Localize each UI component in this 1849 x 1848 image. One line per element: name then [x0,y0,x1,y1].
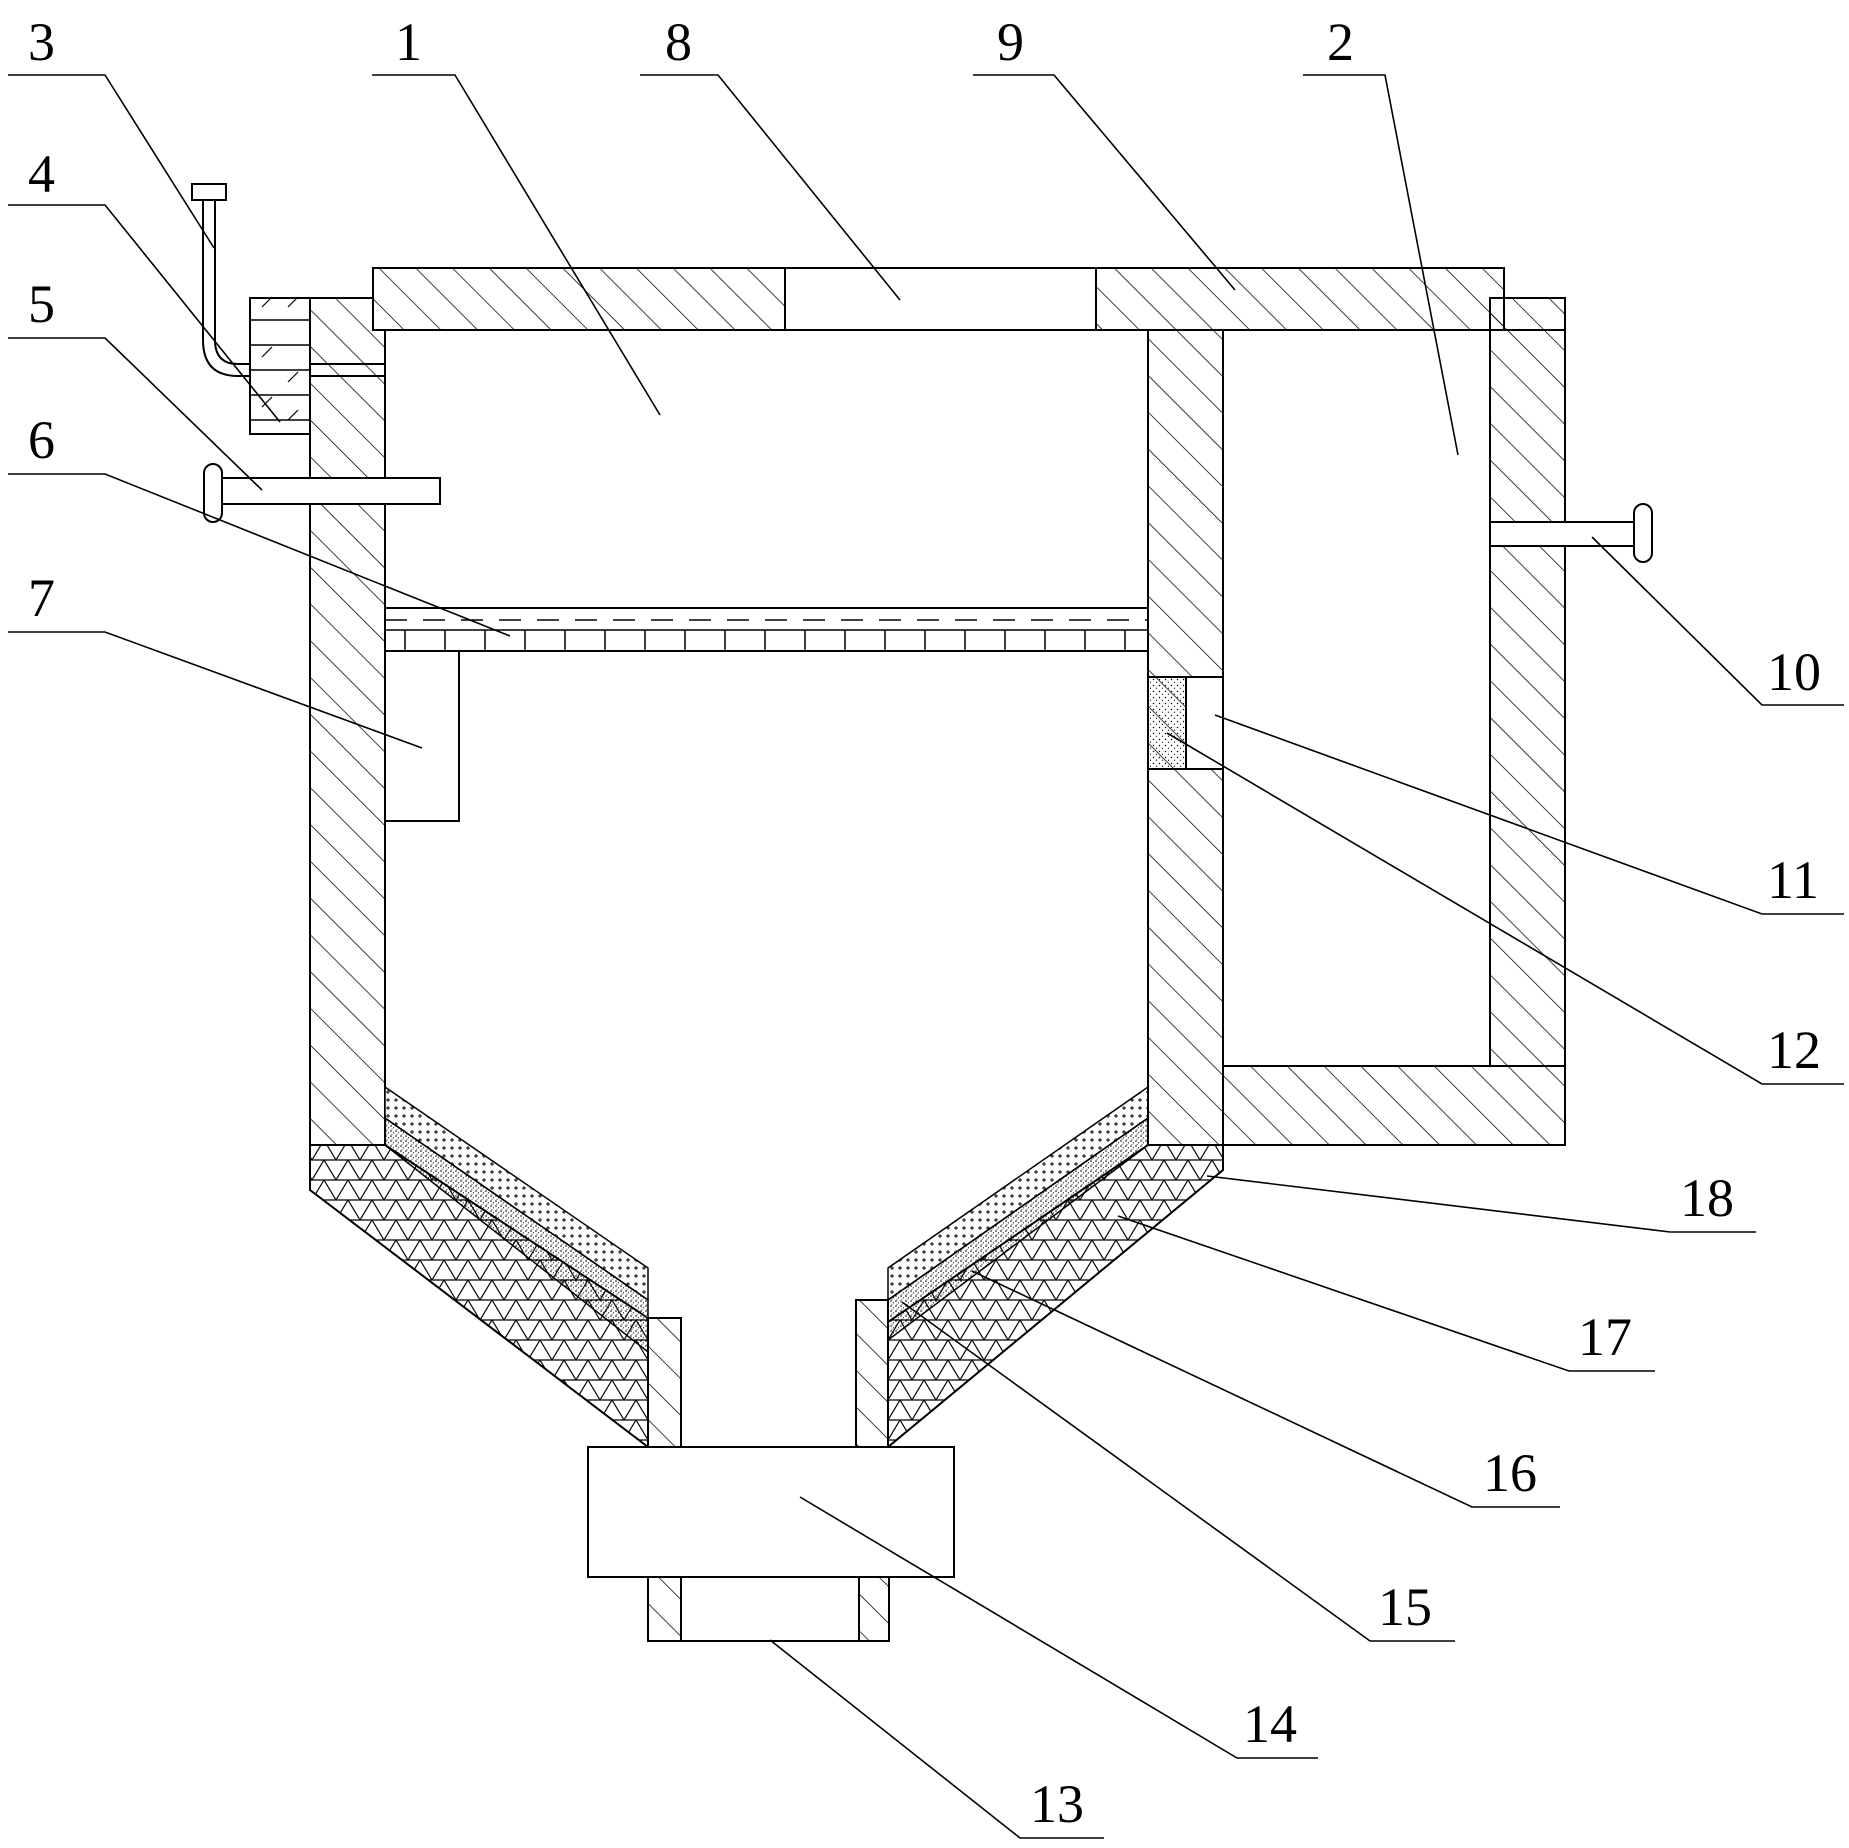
label-1: 1 [395,12,422,72]
sensor-window [1147,676,1224,770]
label-15: 15 [1378,1577,1432,1637]
label-3: 3 [28,12,55,72]
label-2: 2 [1327,12,1354,72]
label-4: 4 [28,144,55,204]
label-14: 14 [1243,1694,1297,1754]
left-fittings [191,183,441,523]
label-6: 6 [28,410,55,470]
label-7: 7 [28,568,55,628]
lid [372,267,1505,331]
outlet-assembly [587,1446,955,1642]
reference-labels: 3 4 5 6 7 1 8 9 2 10 11 12 18 17 16 15 1… [28,12,1821,1834]
label-9: 9 [997,12,1024,72]
label-8: 8 [665,12,692,72]
filter-plate [384,607,1149,652]
cone-layers [309,1085,1224,1450]
label-16: 16 [1483,1443,1537,1503]
motor-box [384,650,460,822]
label-17: 17 [1578,1307,1632,1367]
label-10: 10 [1767,642,1821,702]
label-5: 5 [28,274,55,334]
side-chamber [1222,297,1566,1146]
label-11: 11 [1767,850,1819,910]
label-13: 13 [1030,1774,1084,1834]
right-fitting [1489,503,1653,563]
label-18: 18 [1680,1168,1734,1228]
label-12: 12 [1767,1020,1821,1080]
leader-lines [8,74,1844,1839]
